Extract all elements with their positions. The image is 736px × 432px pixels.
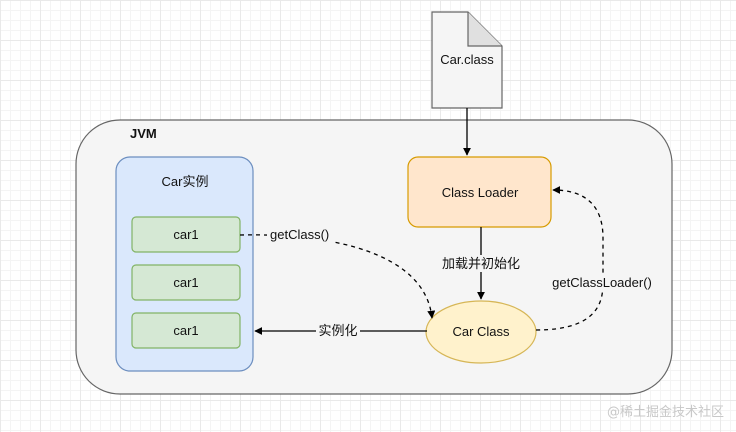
edge-get-class-loader — [535, 186, 604, 331]
edge-label-bg-instantiate — [316, 322, 360, 339]
instance-box-3 — [131, 312, 241, 349]
class-loader-label: Class Loader — [442, 185, 519, 200]
watermark-text: @稀土掘金技术社区 — [606, 405, 724, 420]
edge-label-instantiate: 实例化 — [318, 323, 357, 338]
edge-label-bg-load-init — [440, 255, 522, 272]
edge-label-get-class: getClass() — [270, 227, 329, 242]
edge-label-get-class-loader: getClassLoader() — [552, 275, 652, 290]
instances-group-title: Car实例 — [162, 174, 209, 189]
instance-label-2: car1 — [173, 275, 198, 290]
edge-label-bg-get-class — [267, 226, 333, 243]
file-node-label: Car.class — [440, 52, 494, 67]
edge-label-bg-get-class-loader — [548, 274, 656, 291]
car-class-ellipse — [425, 300, 537, 364]
file-fold-corner — [467, 12, 502, 47]
instance-label-3: car1 — [173, 323, 198, 338]
edge-label-load-init: 加载并初始化 — [442, 256, 520, 271]
car-class-label: Car Class — [452, 324, 510, 339]
instance-box-2 — [131, 264, 241, 301]
jvm-label: JVM — [130, 126, 157, 141]
class-loader-box — [407, 156, 552, 228]
instance-label-1: car1 — [173, 227, 198, 242]
